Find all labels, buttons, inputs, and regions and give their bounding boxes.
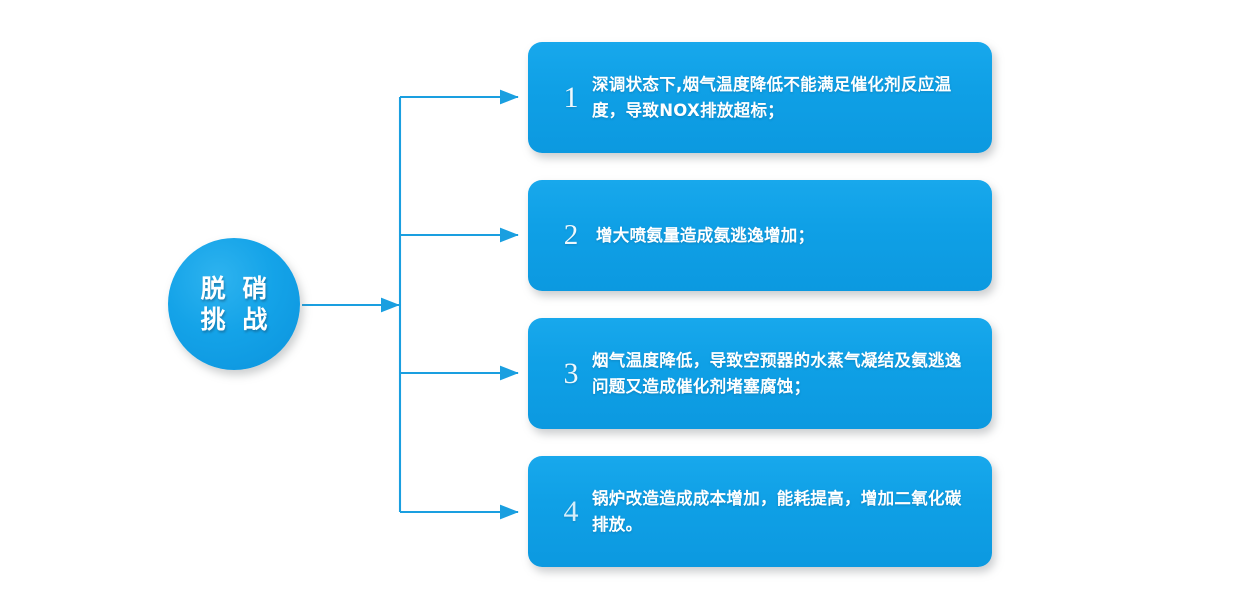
hub-label-line-1: 脱 硝 [200, 273, 272, 303]
item-number-2: 2 [563, 219, 579, 251]
item-text-4: 锅炉改造造成成本增加，能耗提高，增加二氧化碳排放。 [592, 489, 962, 534]
item-text-2: 增大喷氨量造成氨逃逸增加； [596, 225, 815, 245]
item-text-1: 深调状态下,烟气温度降低不能满足催化剂反应温度，导致NOX排放超标； [592, 75, 952, 120]
item-box-2[interactable]: 2 增大喷氨量造成氨逃逸增加； [528, 180, 992, 291]
hub-node[interactable]: 脱 硝 挑 战 [168, 238, 300, 370]
item-number-3: 3 [563, 356, 579, 390]
item-number-1: 1 [563, 80, 579, 114]
item-box-3[interactable]: 3 烟气温度降低，导致空预器的水蒸气凝结及氨逃逸问题又造成催化剂堵塞腐蚀； [528, 318, 992, 429]
item-number-4: 4 [563, 494, 579, 528]
item-box-4[interactable]: 4 锅炉改造造成成本增加，能耗提高，增加二氧化碳排放。 [528, 456, 992, 567]
item-text-3: 烟气温度降低，导致空预器的水蒸气凝结及氨逃逸问题又造成催化剂堵塞腐蚀； [592, 351, 962, 396]
hub-label-line-2: 挑 战 [200, 305, 272, 334]
item-box-1[interactable]: 1 深调状态下,烟气温度降低不能满足催化剂反应温度，导致NOX排放超标； [528, 42, 992, 153]
